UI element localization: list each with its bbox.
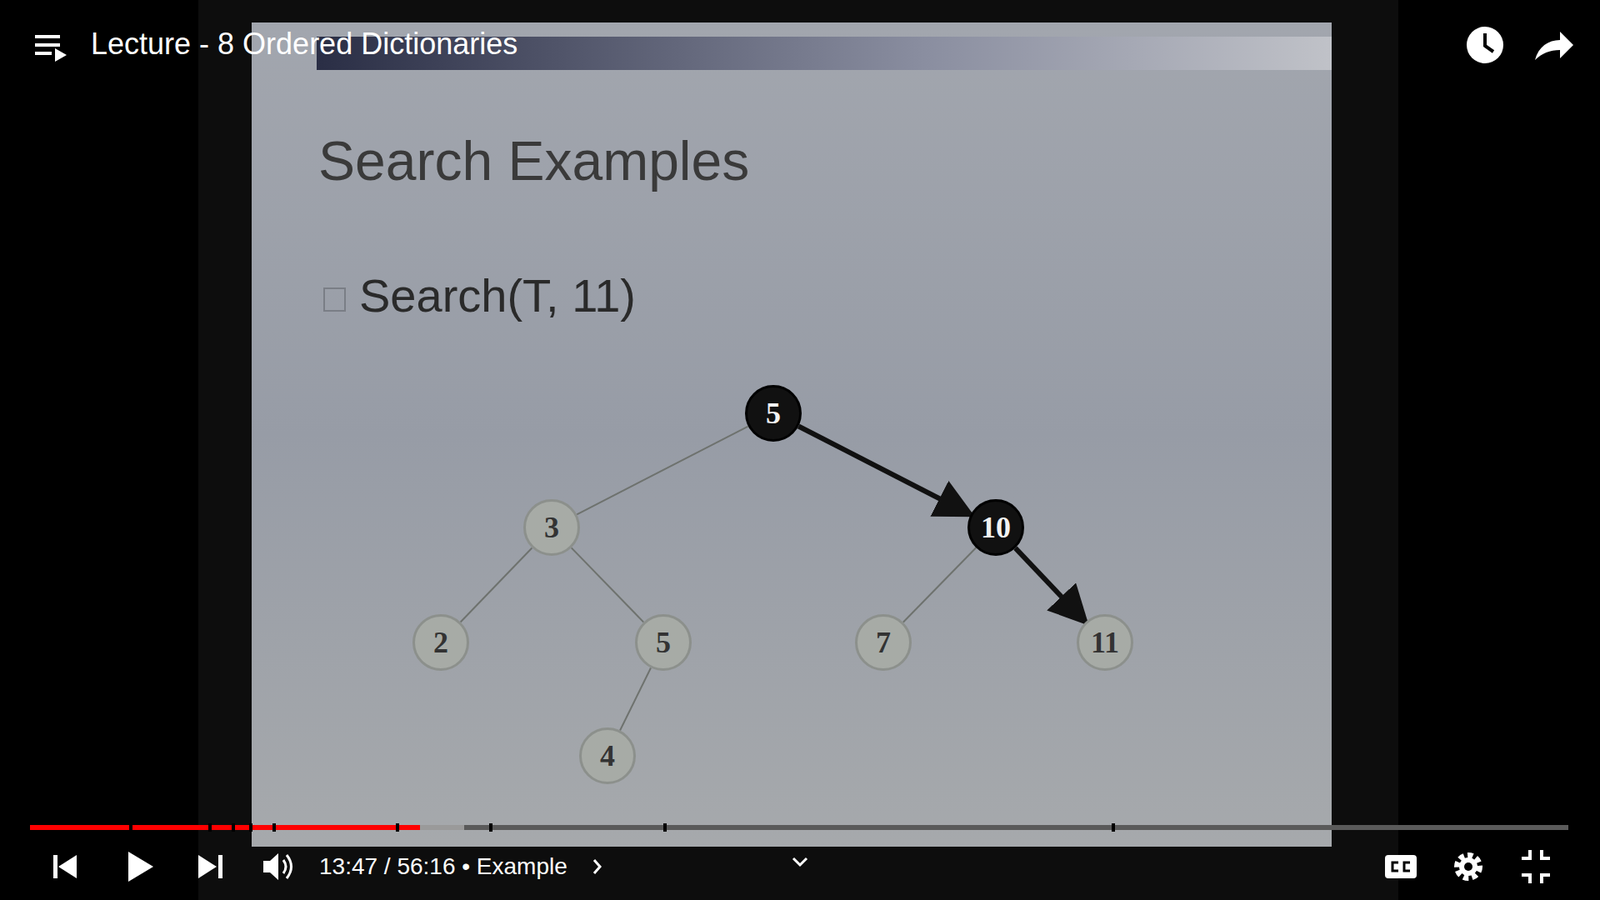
tree-node: 2 xyxy=(412,614,470,671)
node-key: 10 xyxy=(980,510,1011,545)
tree-node: 10 xyxy=(967,499,1025,556)
video-title: Lecture - 8 Ordered Dictionaries xyxy=(90,26,518,62)
node-key: 7 xyxy=(875,625,891,660)
play-icon xyxy=(128,851,154,882)
node-key: 5 xyxy=(765,395,781,431)
next-icon xyxy=(198,855,223,879)
tree-node: 5 xyxy=(745,385,802,442)
side-panel xyxy=(198,0,1399,900)
slide-heading: Search Examples xyxy=(318,129,750,193)
tree-node: 3 xyxy=(523,499,580,556)
share-icon xyxy=(1535,31,1574,60)
node-key: 11 xyxy=(1090,625,1120,660)
progress-track xyxy=(30,825,1569,830)
tree-edge xyxy=(620,667,651,730)
node-key: 2 xyxy=(433,625,449,660)
cc-icon xyxy=(1385,855,1417,879)
chapter-chevron xyxy=(594,860,600,874)
checkbox xyxy=(324,288,345,311)
node-key: 4 xyxy=(600,738,615,774)
search-call: Search(T, 11) xyxy=(359,268,636,324)
slide xyxy=(251,22,1332,847)
tree-edge xyxy=(460,547,533,622)
clock-icon xyxy=(1466,26,1504,64)
exit-fullscreen-icon xyxy=(1521,850,1550,884)
tree-edge xyxy=(576,426,749,515)
chevron-down xyxy=(793,858,807,865)
tree-node: 5 xyxy=(635,614,692,671)
time-display: 13:47 / 56:16 • Example xyxy=(319,852,568,881)
tree-edge xyxy=(903,547,976,622)
prev-icon xyxy=(53,855,77,879)
node-key: 3 xyxy=(544,510,560,545)
settings-icon xyxy=(1457,855,1480,878)
tree-edge xyxy=(571,547,645,622)
progress-played xyxy=(30,825,420,830)
chapter-gaps xyxy=(129,823,1115,832)
tree-node: 11 xyxy=(1076,614,1134,671)
tree-node: 4 xyxy=(579,727,636,785)
node-key: 5 xyxy=(655,625,671,660)
menu-icon xyxy=(35,35,67,62)
search-path-arrow xyxy=(1015,548,1085,623)
tree-node: 7 xyxy=(855,614,912,671)
search-path-arrow xyxy=(798,426,970,515)
volume-icon xyxy=(263,853,292,880)
